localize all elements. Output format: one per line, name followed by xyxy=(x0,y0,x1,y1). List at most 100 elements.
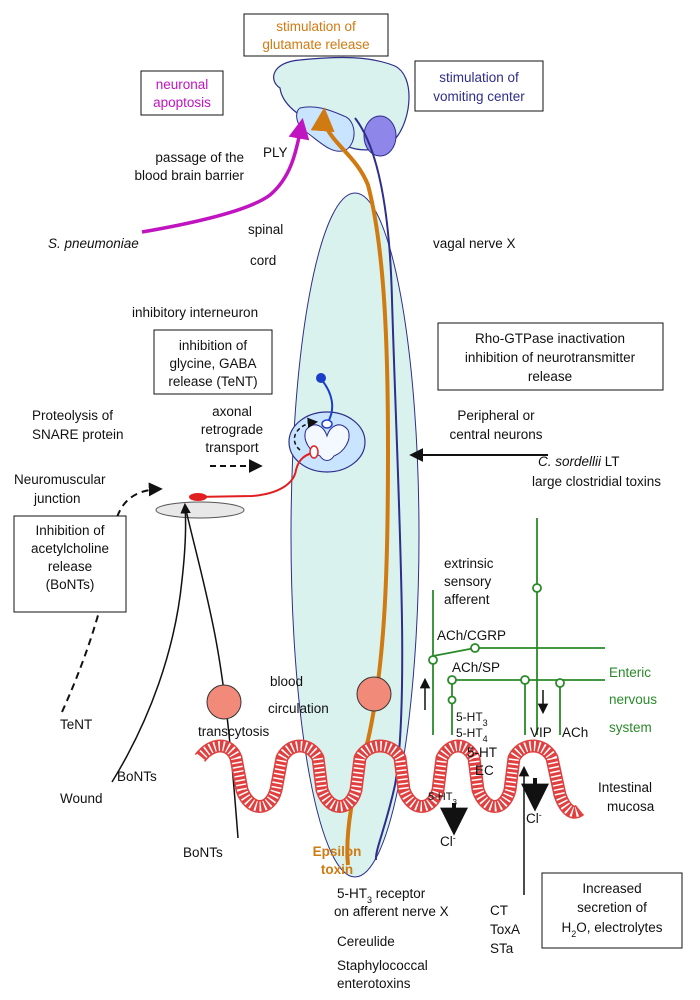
tent-label: TeNT xyxy=(60,717,92,732)
enteric-label-line2: nervous xyxy=(609,692,657,707)
vomiting-box xyxy=(414,60,544,112)
secretion-box xyxy=(541,872,683,949)
vip-label: VIP xyxy=(530,725,552,740)
vagal-label: vagal nerve X xyxy=(433,236,516,251)
motor-neuron-terminal xyxy=(189,493,207,501)
axonal-label-line1: axonal xyxy=(212,404,252,419)
interneuron-label: inhibitory interneuron xyxy=(132,305,258,320)
spinal-label: spinal xyxy=(248,222,283,237)
pneumoniae-path xyxy=(141,117,310,234)
peripheral-label-line1: Peripheral or xyxy=(457,408,535,423)
ec-label: EC xyxy=(475,763,494,778)
receptor-label-line2: on afferent nerve X xyxy=(334,904,449,919)
blood-label: blood xyxy=(270,674,303,689)
glycine-box xyxy=(153,329,273,395)
bonts-label-upper: BoNTs xyxy=(117,769,157,784)
secretion-label-line2: secretion of xyxy=(577,900,647,915)
staph-label-line1: Staphylococcal xyxy=(337,958,428,973)
rho-label-line2: inhibition of neurotransmitter xyxy=(465,350,636,365)
interneuron-body xyxy=(316,373,326,383)
secretion-label-line1: Increased xyxy=(582,881,641,896)
extrinsic-label-line3: afferent xyxy=(444,592,490,607)
clostridial-label: large clostridial toxins xyxy=(532,474,661,489)
secretion-label-line3: H2O, electrolytes xyxy=(561,920,662,939)
brain-shape xyxy=(273,56,410,157)
blood-cell-left xyxy=(206,684,242,720)
blood-cell-right xyxy=(356,676,392,712)
apoptosis-label-line1: neuronal xyxy=(156,77,209,92)
glycine-label-line1: inhibition of xyxy=(179,338,248,353)
epsilon-label-line1: Epsilon xyxy=(313,844,362,859)
axonal-label-line2: retrograde xyxy=(201,422,263,437)
nmj-label-line2: junction xyxy=(33,491,81,506)
wound-label: Wound xyxy=(60,791,103,806)
circulation-label: circulation xyxy=(268,701,329,716)
bonts-label-lower: BoNTs xyxy=(183,845,223,860)
bonts-path-right xyxy=(185,509,239,839)
bbb-label-line1: passage of the xyxy=(155,150,244,165)
snare-label-line2: SNARE protein xyxy=(32,427,124,442)
tent-dashed-path xyxy=(61,482,163,713)
pneumoniae-label: S. pneumoniae xyxy=(48,236,139,251)
peripheral-label-line2: central neurons xyxy=(449,427,542,442)
apoptosis-label-line2: apoptosis xyxy=(153,95,211,110)
ach-label: ACh xyxy=(562,725,588,740)
vomiting-label-line2: vomiting center xyxy=(433,89,525,104)
extrinsic-label-line1: extrinsic xyxy=(444,556,494,571)
ply-label: PLY xyxy=(263,145,288,160)
transcytosis-label: transcytosis xyxy=(198,724,270,739)
interneuron-terminal xyxy=(321,419,333,429)
staph-label-line2: enterotoxins xyxy=(337,976,411,991)
receptor-label-line1: 5-HT3 receptor xyxy=(337,886,426,905)
ach-cgrp-label: ACh/CGRP xyxy=(437,628,506,643)
interneuron-axon xyxy=(320,378,334,423)
ht-main-label: 5-HT xyxy=(467,745,497,760)
motor-neuron-axon xyxy=(193,452,313,498)
mucosa-label-line1: Intestinal xyxy=(598,780,652,795)
snare-label-line1: Proteolysis of xyxy=(32,408,113,423)
ach-box xyxy=(13,515,127,613)
cereulide-label: Cereulide xyxy=(337,934,395,949)
glutamate-box xyxy=(243,13,389,57)
ht4-receptor-label: 5-HT4 xyxy=(456,726,488,744)
mucosa-label-line2: mucosa xyxy=(607,799,655,814)
motor-neuron-body xyxy=(309,445,319,459)
extrinsic-label-line2: sensory xyxy=(444,574,492,589)
neuromuscular-junction-plate xyxy=(155,501,245,519)
retrograde-curve-arrow xyxy=(293,417,319,451)
glycine-label-line3: release (TeNT) xyxy=(168,374,257,389)
glycine-label-line2: glycine, GABA xyxy=(169,356,256,371)
bbb-label-line2: blood brain barrier xyxy=(134,168,244,183)
ach-sp-label: ACh/SP xyxy=(452,660,500,675)
ht3-receptor-label: 5-HT3 xyxy=(456,710,488,728)
glutamate-label-line2: glutamate release xyxy=(262,37,369,52)
cl-right-label: Cl- xyxy=(526,810,542,826)
cl-left-label: Cl- xyxy=(440,833,456,849)
ach-box-line2: acetylcholine xyxy=(31,541,109,556)
vomiting-label-line1: stimulation of xyxy=(439,70,519,85)
apoptosis-box xyxy=(140,70,224,116)
vagal-nerve-line xyxy=(354,117,404,861)
enteric-label-line3: system xyxy=(609,720,652,735)
ht3-ec-label: 5-HT3 xyxy=(428,791,457,807)
sordellii-label: C. sordellii LT xyxy=(538,454,620,469)
enteric-label-line1: Enteric xyxy=(609,665,651,680)
rho-label-line3: release xyxy=(528,369,572,384)
ach-box-line1: Inhibition of xyxy=(35,523,104,538)
intestinal-mucosa-inner xyxy=(196,741,584,818)
ach-box-line4: (BoNTs) xyxy=(46,577,95,592)
nmj-label-line1: Neuromuscular xyxy=(14,472,106,487)
bonts-path-left xyxy=(111,502,191,783)
ach-box-line3: release xyxy=(48,559,92,574)
sta-label: STa xyxy=(490,941,514,956)
rho-box xyxy=(437,322,664,391)
epsilon-label-line2: toxin xyxy=(321,862,353,877)
ct-label: CT xyxy=(490,903,508,918)
rho-label-line1: Rho-GTPase inactivation xyxy=(475,331,625,346)
cord-label: cord xyxy=(250,253,276,268)
axonal-label-line3: transport xyxy=(205,440,259,455)
enteric-neurons xyxy=(428,518,605,735)
glutamate-label-line1: stimulation of xyxy=(276,19,356,34)
toxa-label: ToxA xyxy=(490,922,520,937)
